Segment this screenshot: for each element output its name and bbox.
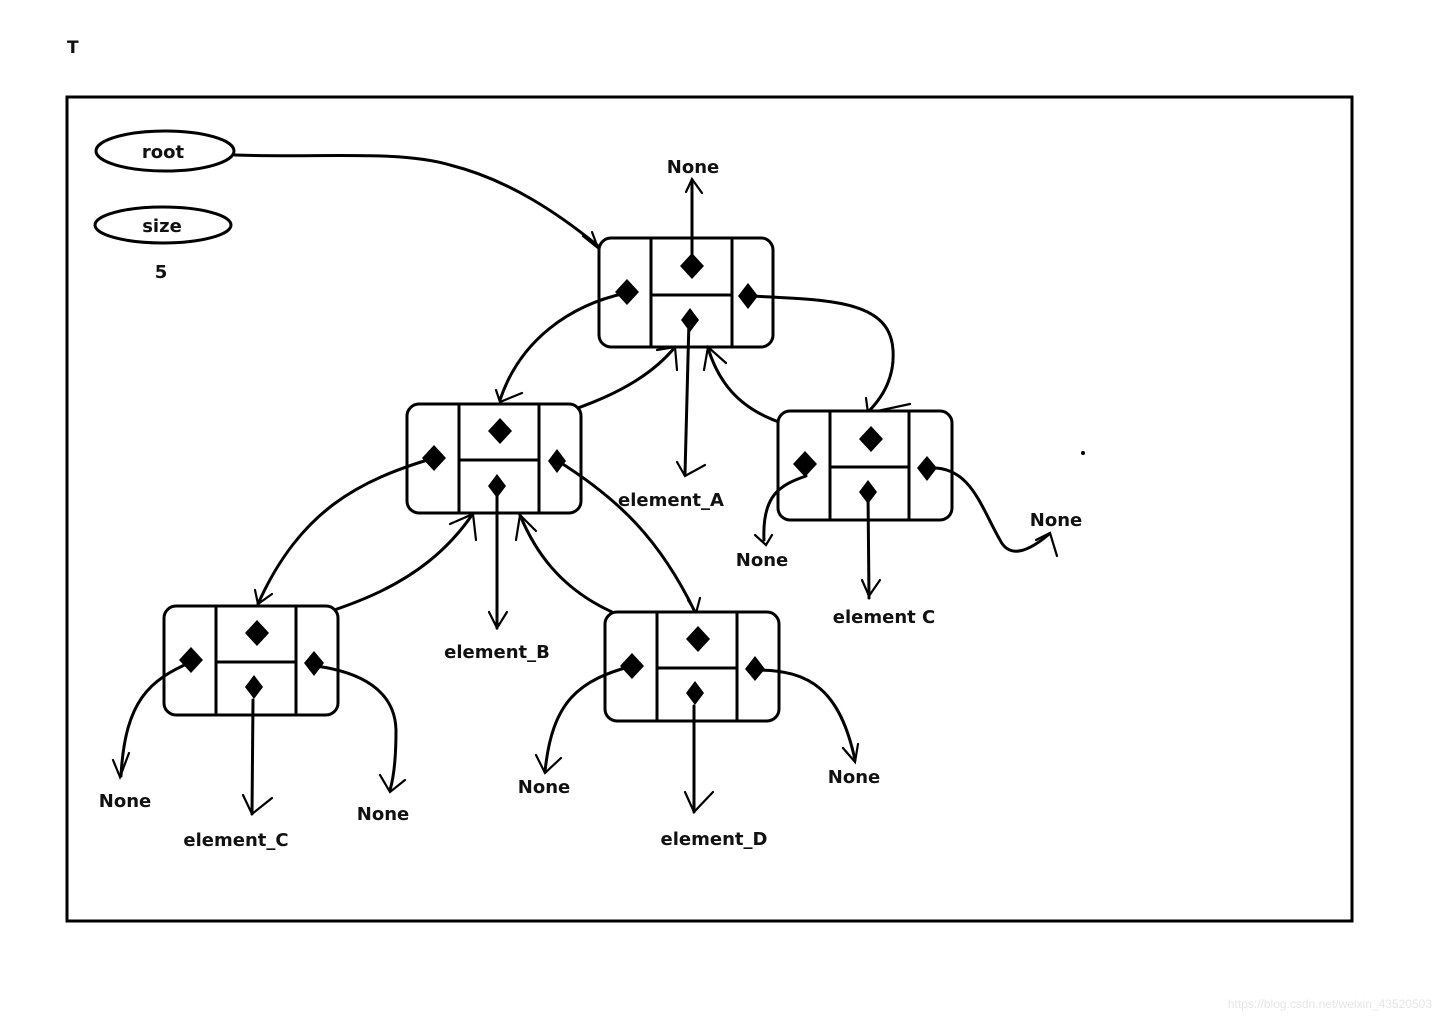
tree-title: T [67,38,79,58]
edge-root-to-c [748,294,895,414]
size-value: 5 [155,262,168,283]
size-field-label: size [142,216,182,237]
root-field-label: root [142,142,185,163]
arrowhead-icon [241,793,274,816]
arrowhead-icon [494,388,524,404]
parent-pointer-icon [245,620,269,646]
element-b-label: element_B [444,642,550,663]
right-pointer-icon [304,651,324,676]
d-right-none-label: None [828,767,880,788]
c-left-none-label: None [736,550,788,571]
node-root [597,236,775,349]
c2-left-none-label: None [99,791,151,812]
c-right-none-label: None [1030,510,1082,531]
arrowhead-icon [378,773,407,794]
d-left-none-label: None [518,777,570,798]
left-pointer-icon [793,451,817,477]
arrowhead-icon [448,512,478,542]
element-pointer-icon [686,681,704,705]
arrowhead-icon [753,533,774,547]
node-d [603,610,781,723]
element-c-right-label: element C [833,607,935,628]
arrowhead-icon [702,344,728,372]
arrowhead-icon [514,512,538,542]
stray-dot [1081,451,1085,455]
arrowhead-icon [655,345,679,372]
arrowhead-icon [683,790,715,814]
arrowhead-icon [841,742,860,765]
arrowhead-icon [684,176,704,195]
node-c [776,409,954,522]
element-c-left-label: element_C [183,830,288,851]
arrowhead-icon [111,751,131,781]
right-pointer-icon [745,656,765,681]
tree-frame [65,95,1354,923]
arrowhead-icon [860,578,882,599]
root-parent-none-label: None [667,157,719,178]
element-pointer-icon [245,675,263,699]
parent-pointer-icon [488,418,512,444]
arrowhead-icon [487,610,509,631]
watermark: https://blog.csdn.net/weixin_43520503 [1227,997,1432,1011]
arrowhead-icon [253,588,274,606]
edge-b-to-c2 [256,456,436,606]
edge-b-to-d [556,459,697,614]
left-pointer-icon [179,647,203,673]
edge-root-to-b [498,291,628,402]
root-pointer-edge [233,153,599,247]
c2-right-none-label: None [357,804,409,825]
size-field: size [93,205,233,245]
arrowhead-icon [534,753,563,775]
parent-pointer-icon [859,426,883,452]
right-pointer-icon [738,283,758,309]
arrowhead-icon [675,460,707,478]
arrowhead-icon [1034,531,1059,558]
node-c2 [162,604,340,717]
parent-pointer-icon [686,626,710,652]
root-field: root [94,129,236,173]
element-d-label: element_D [661,829,768,850]
element-a-label: element_A [618,490,724,511]
